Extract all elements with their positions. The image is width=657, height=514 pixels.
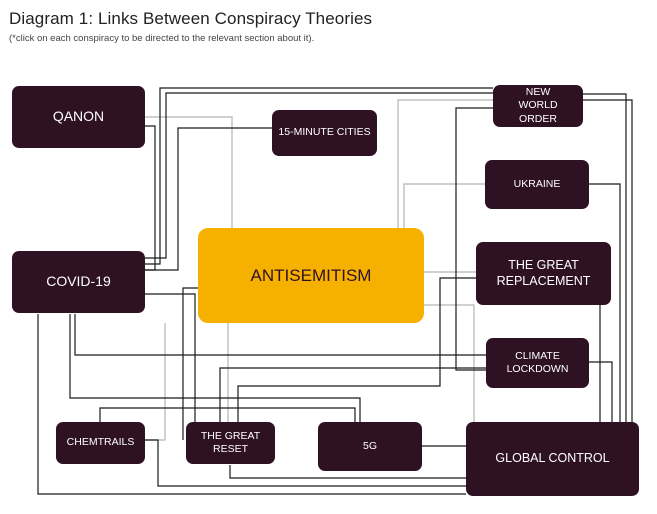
node-climate-lockdown[interactable]: CLIMATE LOCKDOWN xyxy=(486,338,589,388)
node-new-world-order-label: NEW WORLD ORDER xyxy=(518,86,558,125)
node-antisemitism[interactable]: ANTISEMITISM xyxy=(198,228,424,323)
node-global-control-label: GLOBAL CONTROL xyxy=(495,451,610,466)
node-covid-19[interactable]: COVID-19 xyxy=(12,251,145,313)
node-the-great-reset[interactable]: THE GREAT RESET xyxy=(186,422,275,464)
link-nwo-antisemitism xyxy=(397,99,493,228)
node-ukraine[interactable]: UKRAINE xyxy=(485,160,589,209)
node-5g-label: 5G xyxy=(362,439,377,452)
link-covid-climate xyxy=(74,314,486,356)
node-chemtrails[interactable]: CHEMTRAILS xyxy=(56,422,145,464)
link-nwo-global-2 xyxy=(583,93,627,422)
diagram-subtitle: (*click on each conspiracy to be directe… xyxy=(9,33,315,44)
node-chemtrails-label: CHEMTRAILS xyxy=(66,436,135,449)
link-ukraine-antisemitism xyxy=(403,183,485,228)
link-chemtrails-5g xyxy=(99,407,356,422)
link-replacement-reset-2 xyxy=(182,287,198,440)
link-ukraine-global xyxy=(589,183,621,422)
node-new-world-order[interactable]: NEW WORLD ORDER xyxy=(493,85,583,127)
link-reset-climate xyxy=(219,367,486,422)
node-antisemitism-label: ANTISEMITISM xyxy=(250,265,372,285)
node-covid-19-label: COVID-19 xyxy=(46,273,111,290)
node-ukraine-label: UKRAINE xyxy=(513,177,561,190)
node-5g[interactable]: 5G xyxy=(318,422,422,471)
link-covid-global xyxy=(37,314,466,495)
link-nwo-replacement xyxy=(455,107,493,371)
node-qanon-label: QANON xyxy=(52,108,105,125)
link-nwo-global-1 xyxy=(583,99,633,422)
node-global-control[interactable]: GLOBAL CONTROL xyxy=(466,422,639,496)
link-reset-global xyxy=(229,465,466,479)
node-the-great-replacement[interactable]: THE GREAT REPLACEMENT xyxy=(476,242,611,305)
link-covid-nwo-1 xyxy=(145,87,493,265)
link-qanon-antisemitism xyxy=(145,116,233,228)
node-the-great-reset-label: THE GREAT RESET xyxy=(200,429,261,455)
link-reset-replacement xyxy=(237,277,476,422)
diagram-title: Diagram 1: Links Between Conspiracy Theo… xyxy=(9,9,373,28)
node-15-minute-cities-label: 15-MINUTE CITIES xyxy=(278,126,371,139)
node-the-great-replacement-label: THE GREAT REPLACEMENT xyxy=(496,257,591,288)
link-covid-15min xyxy=(145,127,272,271)
link-qanon-covid xyxy=(145,125,156,271)
link-global-reset-2 xyxy=(145,439,466,487)
link-chemtrails-antisemitism xyxy=(145,323,166,441)
link-covid-5g xyxy=(69,314,361,422)
link-covid-nwo-2 xyxy=(145,92,493,259)
node-qanon[interactable]: QANON xyxy=(12,86,145,148)
link-global-antisemitism xyxy=(424,304,475,422)
node-15-minute-cities[interactable]: 15-MINUTE CITIES xyxy=(272,110,377,156)
link-covid-reset xyxy=(145,293,196,422)
node-climate-lockdown-label: CLIMATE LOCKDOWN xyxy=(506,349,569,375)
